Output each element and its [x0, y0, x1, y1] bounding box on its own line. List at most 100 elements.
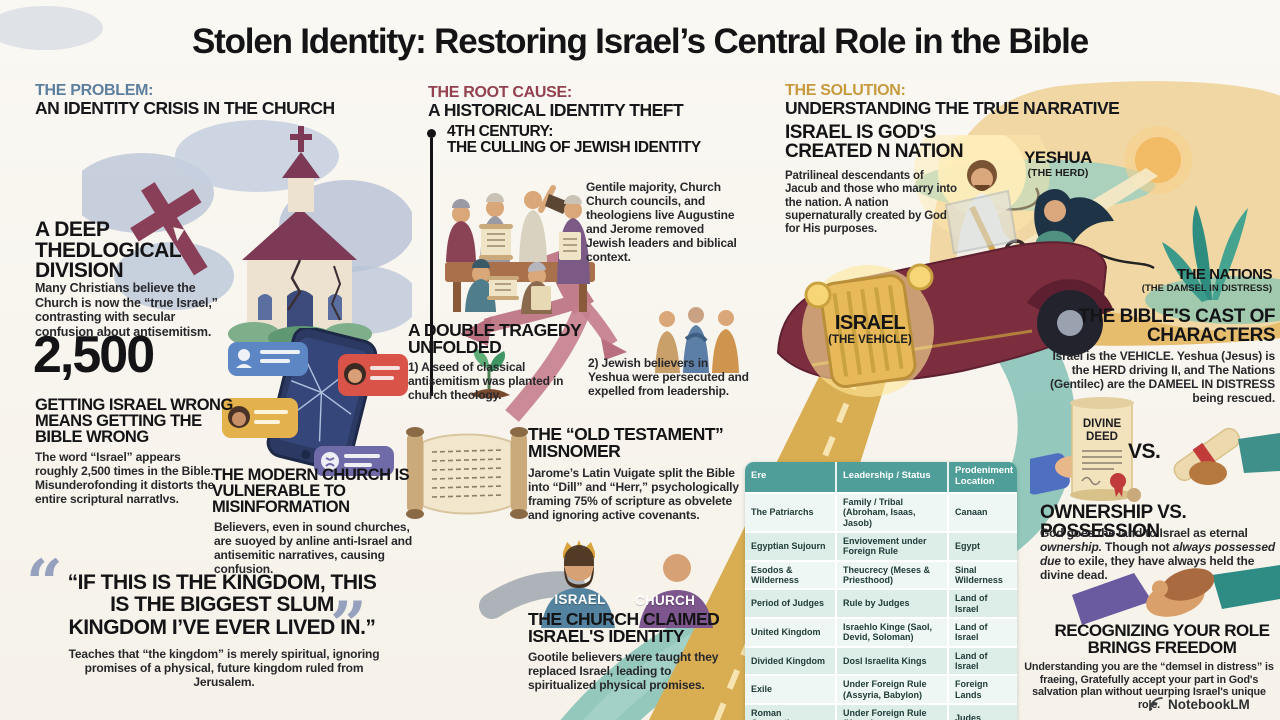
page-title: Stolen Identity: Restoring Israel’s Cent… — [192, 22, 1089, 61]
council-illustration — [445, 185, 595, 314]
council-figures — [446, 185, 590, 314]
israel-figure — [541, 540, 615, 628]
century-body: Gentile majority, Church Church councils… — [586, 180, 737, 264]
gray-ribbon — [479, 571, 585, 619]
israel-vehicle-label: ISRAEL — [834, 312, 906, 334]
nations-sublabel: (THE DAMSEL IN DISTRESS) — [1141, 282, 1272, 294]
column-header: Prodeniment Location — [949, 462, 1017, 492]
column-header: Ere — [745, 462, 837, 492]
nation-body: Patrilineal descendants of Jacub and tho… — [785, 170, 957, 236]
chat-bubble-purple — [314, 446, 394, 476]
cast-body: Israel is the VEHICLE. Yeshua (Jesus) is… — [1050, 349, 1275, 405]
freedom-body: Understanding you are the “demsel in dis… — [1024, 661, 1274, 711]
headlight-left — [804, 281, 832, 309]
misinformation-body: Believers, even in sound churches, are s… — [214, 520, 413, 576]
deed-illustration: DIVINE DEED — [1030, 397, 1280, 502]
nations-callout: THE NATIONS (THE DAMSEL IN DISTRESS) — [1120, 266, 1273, 294]
freedom-title: RECOGNIZING YOUR ROLE BRINGS FREEDOM — [1054, 621, 1270, 657]
church-figure-label: CHURCH — [634, 593, 696, 608]
cracked-phone-illustration — [222, 328, 408, 476]
stat-title: GETTING ISRAEL WRONG MEANS GETTING THE B… — [35, 396, 233, 447]
misnomer-body: Jarome’s Latin Vuigate split the Bible i… — [528, 466, 739, 522]
expelled-believers-illustration — [655, 307, 739, 373]
misinformation-title: THE MODERN CHURCH IS VULNERABLE TO MISIN… — [212, 466, 410, 517]
deed-scroll-line2: DEED — [1086, 431, 1118, 443]
cast-title: THE BIBLE'S CAST OF CHARACTERS — [1078, 306, 1275, 346]
solution-kicker: THE SOLUTION: — [785, 82, 906, 99]
purple-arm — [1072, 573, 1152, 625]
division-title: A DEEP THEDLOGICAL DIVISION — [35, 218, 181, 283]
car-illustration — [776, 135, 1114, 397]
glowing-grille — [802, 265, 934, 397]
right-hand — [1189, 461, 1227, 485]
divine-deed-scroll: DIVINE DEED — [1070, 397, 1141, 502]
nation-title-line1: ISRAEL IS GOD'S — [785, 122, 936, 143]
notebooklm-wordmark: NotebookLM — [1168, 696, 1250, 712]
stat-number: 2,500 — [33, 326, 155, 384]
century-title-line1: 4TH CENTURY: — [447, 123, 553, 140]
chat-bubble-blue — [228, 342, 308, 376]
quote-caption: Teaches that “the kingdom” is merely spi… — [68, 647, 380, 689]
headlight-right — [906, 263, 934, 291]
problem-heading: AN IDENTITY CRISIS IN THE CHURCH — [35, 98, 335, 118]
broken-cross-icon — [130, 182, 208, 276]
israel-church-figures — [541, 540, 713, 628]
smoke-wisp — [0, 6, 103, 50]
possession-scroll — [1173, 427, 1280, 485]
root-cause-heading: A HISTORICAL IDENTITY THEFT — [428, 100, 684, 120]
torah-scroll-illustration — [406, 427, 528, 519]
yeshua-label: YESHUA — [1024, 148, 1092, 167]
vehicle-callout: ISRAEL (THE VEHICLE) — [803, 312, 937, 346]
stat-body: The word “Israel” appears roughly 2,500 … — [35, 450, 215, 506]
open-quote-icon: “ — [26, 546, 63, 621]
israel-figure-label: ISRAEL — [554, 592, 606, 607]
solution-heading: UNDERSTANDING THE TRUE NARRATIVE — [785, 98, 1120, 118]
desert-plant — [1162, 205, 1248, 302]
tragedy-point1: 1) A seed of classical antisemitism was … — [408, 360, 564, 402]
division-body: Many Christians believe the Church is no… — [35, 281, 218, 339]
ownership-body: God goes the land to Israel as eternal o… — [1040, 526, 1276, 582]
claimed-title: THE CHURCH CLAIMED ISRAEL'S IDENTITY — [528, 609, 720, 647]
windshield — [944, 189, 1018, 255]
nation-title-line2: CREATED N NATION — [785, 141, 964, 162]
close-quote-icon: ” — [330, 588, 367, 663]
handshake-illustration — [1072, 565, 1280, 625]
church-figure — [639, 554, 713, 628]
nations-label: THE NATIONS — [1176, 266, 1273, 283]
vs-label: VS. — [1128, 440, 1161, 463]
chat-bubble-red — [338, 354, 408, 396]
tragedy-title: A DOUBLE TRAGEDY UNFOLDED — [408, 320, 581, 358]
table-row: Roman OccupationUnder Foreign Rule (Koma… — [745, 703, 1017, 720]
problem-kicker: THE PROBLEM: — [35, 82, 154, 99]
root-cause-kicker: THE ROOT CAUSE: — [428, 84, 572, 101]
tragedy-point2: 2) Jewish believers in Yeshua were perse… — [588, 356, 749, 398]
teal-sleeve — [1238, 433, 1280, 473]
israel-vehicle-sublabel: (THE VEHICLE) — [828, 333, 912, 346]
notebooklm-logo: NotebookLM — [1148, 696, 1250, 712]
century-title-line2: THE CULLING OF JEWISH IDENTITY — [447, 139, 701, 156]
ownership-title: OWNERSHIP VS. POSSESSION — [1040, 502, 1187, 542]
teal-arm — [1212, 565, 1280, 609]
notebooklm-icon — [1149, 697, 1163, 711]
yeshua-callout: YESHUA (THE HERD) — [1008, 148, 1108, 179]
sapling-illustration — [470, 348, 510, 399]
column-header: Leadership / Status — [837, 462, 949, 492]
misnomer-title: THE “OLD TESTAMENT” MISNOMER — [528, 424, 724, 462]
deed-scroll-line1: DIVINE — [1083, 418, 1122, 430]
timeline-line — [430, 138, 433, 396]
chat-bubble-yellow — [222, 398, 298, 438]
kingdom-quote: “IF THIS IS THE KINGDOM, THIS IS THE BIG… — [67, 571, 377, 639]
timeline-dot — [427, 129, 436, 138]
yeshua-sublabel: (THE HERD) — [1027, 166, 1089, 179]
